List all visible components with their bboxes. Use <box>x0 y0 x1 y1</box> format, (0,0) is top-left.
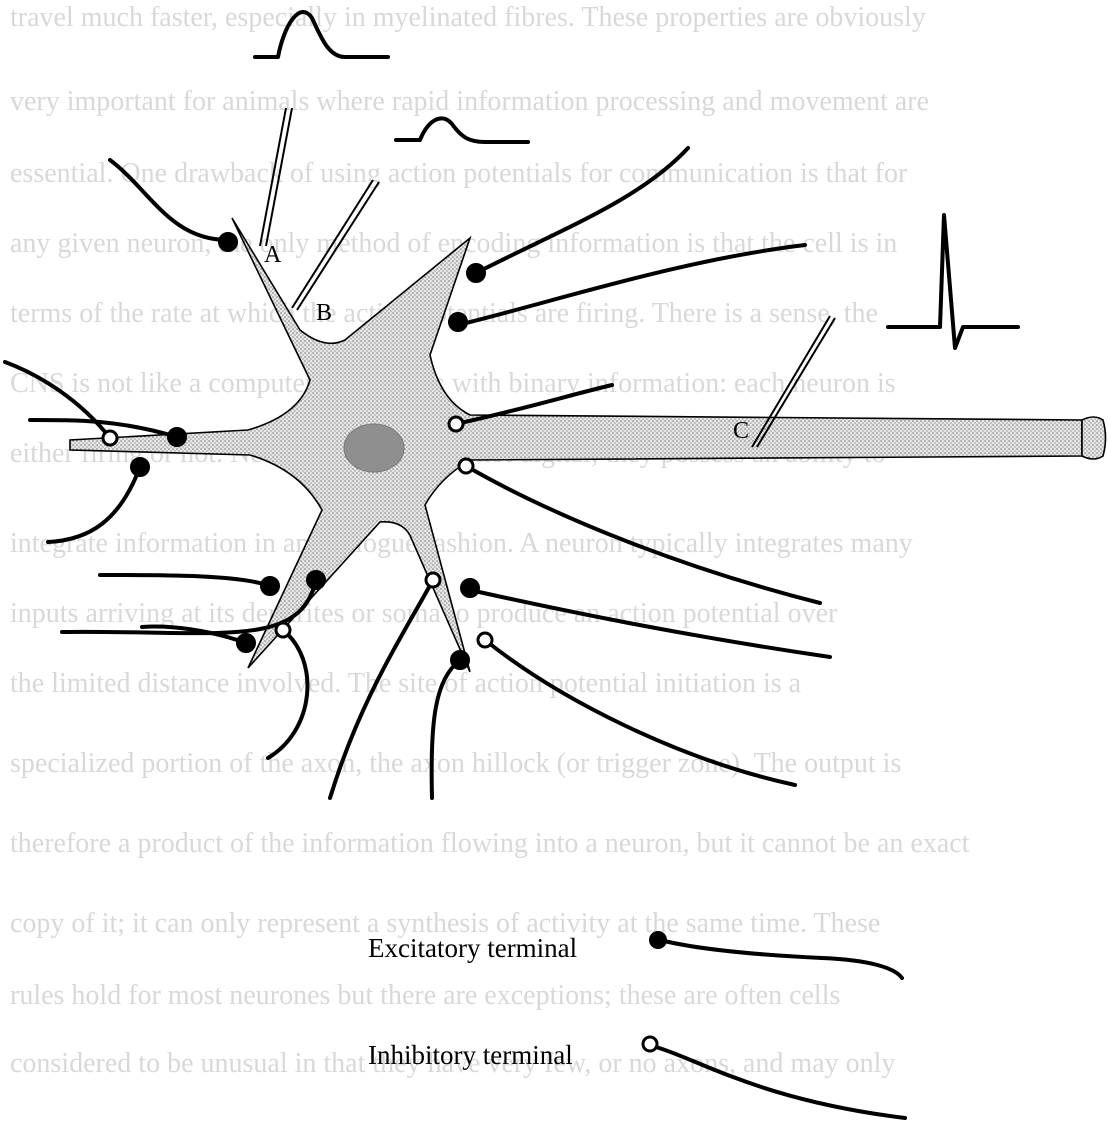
point-label-c: C <box>733 418 749 445</box>
point-label-a: A <box>264 242 281 269</box>
excitatory-terminal <box>461 579 479 597</box>
legend <box>643 931 905 1118</box>
trace-c-action-potential <box>888 215 1018 348</box>
excitatory-terminal <box>131 458 149 476</box>
excitatory-terminal <box>451 651 469 669</box>
excitatory-terminal <box>307 571 325 589</box>
electrode-b <box>292 180 379 310</box>
legend-inhibitory-label: Inhibitory terminal <box>368 1040 573 1071</box>
legend-inhibitory-terminal-icon <box>643 1037 657 1051</box>
legend-excitatory-terminal-icon <box>649 931 667 949</box>
inhibitory-terminal <box>449 417 463 431</box>
inhibitory-terminal <box>276 623 290 637</box>
inhibitory-terminal <box>426 573 440 587</box>
excitatory-terminal <box>261 577 279 595</box>
legend-excitatory-label: Excitatory terminal <box>368 933 577 964</box>
inhibitory-terminal <box>459 459 473 473</box>
trace-a-potential <box>255 12 388 57</box>
neuron-soma <box>70 218 1082 672</box>
inhibitory-terminal <box>103 431 117 445</box>
excitatory-terminal <box>168 428 186 446</box>
excitatory-terminal <box>449 313 467 331</box>
legend-inhibitory-fibre <box>656 1047 905 1118</box>
excitatory-terminal <box>237 634 255 652</box>
excitatory-terminal <box>219 233 237 251</box>
point-label-b: B <box>316 300 332 327</box>
legend-excitatory-fibre <box>660 940 902 978</box>
nucleus <box>344 424 404 472</box>
trace-b-potential <box>396 118 528 142</box>
inhibitory-terminal <box>478 633 492 647</box>
excitatory-terminal <box>467 264 485 282</box>
electrode-a <box>260 108 292 246</box>
axon-terminal <box>1082 417 1106 459</box>
